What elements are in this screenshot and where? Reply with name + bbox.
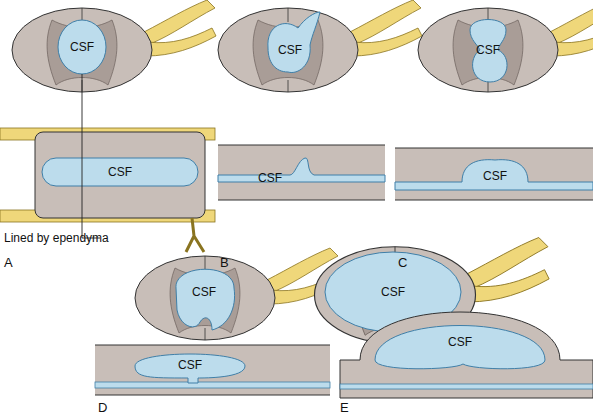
panel-letter: B bbox=[220, 256, 229, 269]
central-canal bbox=[42, 158, 198, 186]
cord-longitudinal bbox=[95, 345, 330, 395]
panel-letter: D bbox=[98, 401, 107, 414]
cord-cross-section bbox=[135, 248, 339, 340]
cavity-label: CSF bbox=[258, 172, 282, 184]
cavity-label: CSF bbox=[178, 359, 202, 371]
cavity-label: CSF bbox=[483, 170, 507, 182]
cavity-label: CSF bbox=[278, 44, 302, 56]
central-canal bbox=[218, 158, 385, 182]
cavity-label: CSF bbox=[70, 41, 94, 53]
nerve-root bbox=[186, 218, 204, 252]
csf-cavity bbox=[470, 20, 507, 83]
cord-longitudinal bbox=[218, 145, 385, 200]
csf-cavity bbox=[176, 269, 235, 330]
panel-letter: C bbox=[398, 256, 407, 269]
csf-cavity bbox=[58, 20, 106, 74]
annotation: Lined by ependyma bbox=[4, 232, 109, 244]
panel-letter: E bbox=[340, 401, 349, 414]
panel-letter: A bbox=[4, 256, 13, 269]
cord-cross-section bbox=[418, 0, 593, 92]
cavity-label: CSF bbox=[381, 286, 405, 298]
cord-cross-section bbox=[218, 0, 422, 92]
central-canal bbox=[95, 382, 330, 388]
csf-cavity bbox=[268, 12, 320, 73]
cord-longitudinal bbox=[35, 132, 205, 218]
cord-longitudinal bbox=[395, 148, 593, 200]
central-canal bbox=[340, 384, 593, 389]
csf-cavity bbox=[395, 160, 593, 190]
cord-cross-section bbox=[12, 0, 216, 92]
csf-cavity bbox=[135, 354, 245, 383]
cavity-label: CSF bbox=[108, 166, 132, 178]
leader-line bbox=[82, 74, 100, 238]
csf-cavity bbox=[375, 326, 545, 369]
cord-longitudinal bbox=[340, 312, 593, 398]
cavity-label: CSF bbox=[192, 286, 216, 298]
cavity-label: CSF bbox=[448, 336, 472, 348]
cavity-label: CSF bbox=[476, 44, 500, 56]
